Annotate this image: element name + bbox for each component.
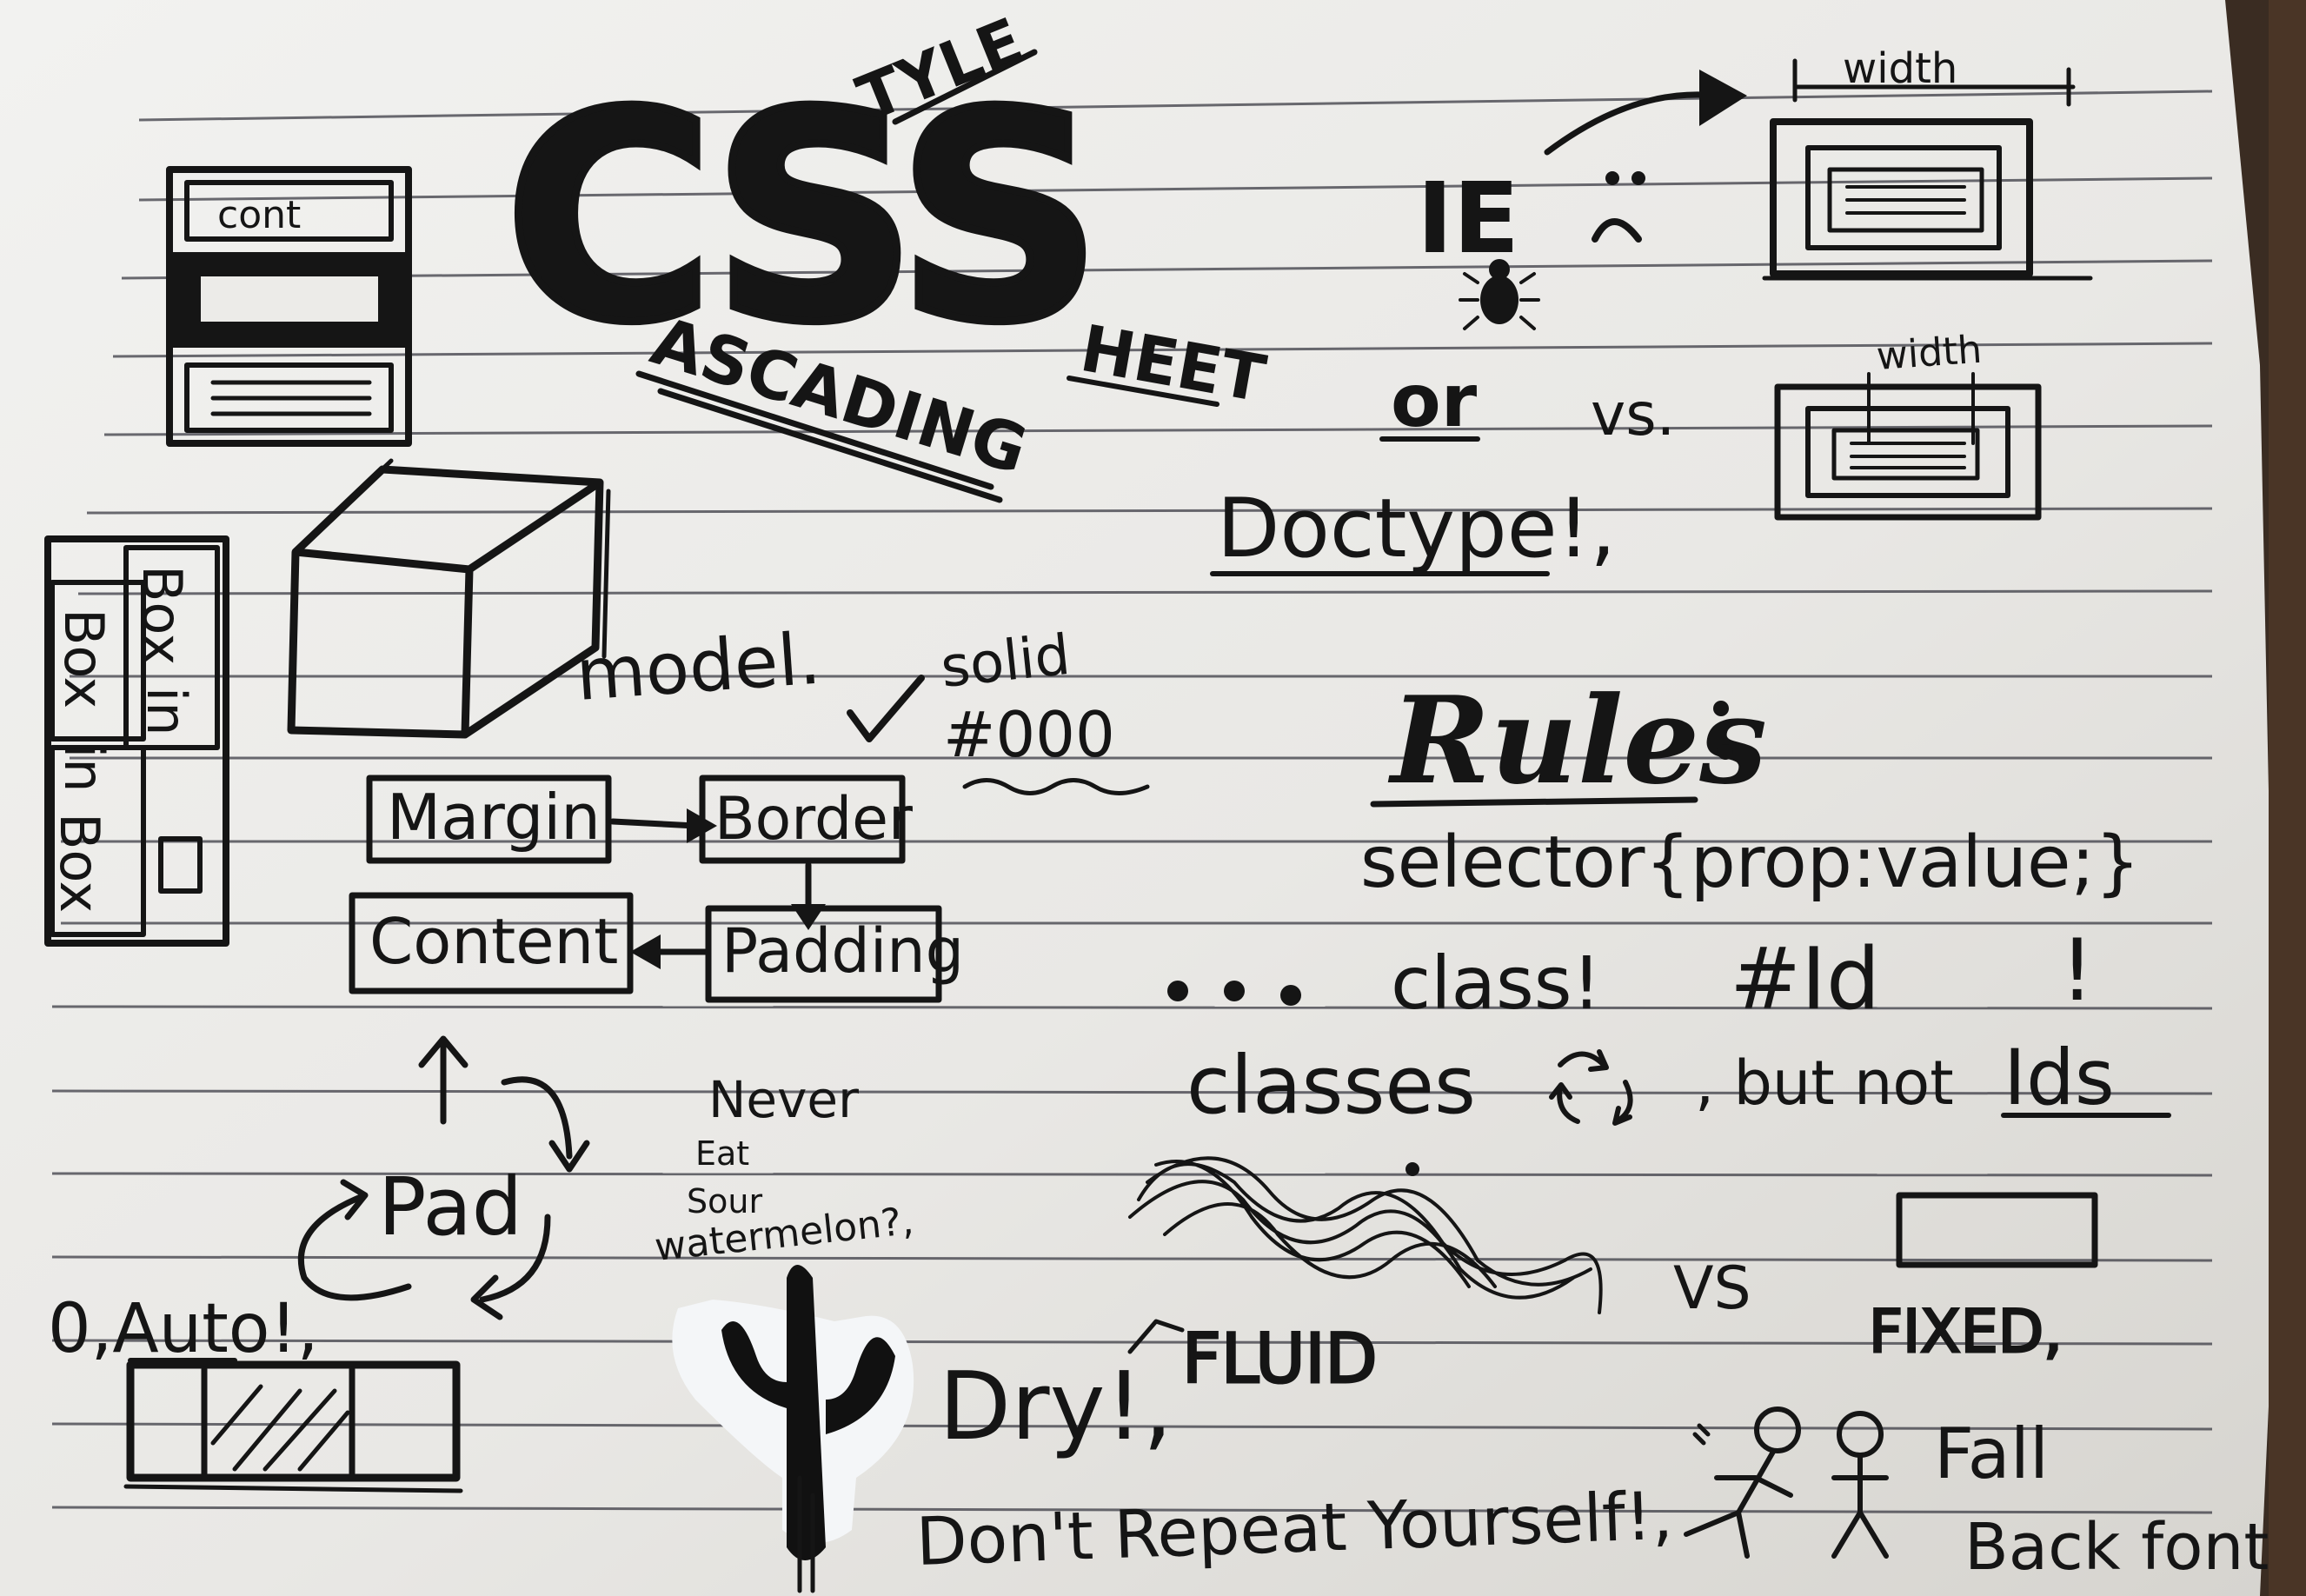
box-in-box-word-5: Box — [48, 813, 111, 913]
layouts-vs-label: VS — [1673, 1254, 1751, 1323]
width-diagram-top: width — [1762, 44, 2093, 281]
box-stack-label: cont — [217, 193, 301, 237]
bug-icon — [1459, 259, 1540, 330]
cube-sketch: model. — [287, 458, 823, 739]
box-in-box-word-2: in — [135, 687, 198, 736]
title-group: CSS TYLE HEET ASCADING — [501, 3, 1272, 503]
content-box — [349, 892, 634, 994]
stick-figure-falling — [1684, 1406, 1801, 1559]
auto-bar-sketch — [123, 1360, 463, 1493]
fallback-note: Fall Back font — [1684, 1406, 2269, 1585]
box-in-box-sketch: Box in Box in Box — [44, 535, 229, 947]
fallback-line-1: Fall — [1934, 1413, 2049, 1494]
rules-heading: Rules — [1387, 669, 1767, 811]
fixed-box — [1896, 1192, 2098, 1268]
rules-classes: classes — [1186, 1039, 1476, 1132]
rules-not-ids-word: Ids — [2004, 1033, 2115, 1122]
padding-box — [705, 905, 942, 1003]
pad-cycle: Pad 0,Auto!, — [48, 1035, 590, 1368]
cactus-drawing — [672, 1265, 914, 1593]
rules-section: Rules selector{prop:value;} class! #Id !… — [1167, 669, 2171, 1132]
fixed-label: FIXED, — [1869, 1298, 2063, 1367]
width-top-label: width — [1843, 44, 1957, 93]
vs-label-top: vs. — [1591, 381, 1675, 449]
padding-label: Padding — [721, 915, 964, 987]
box-in-box-word-1: Box — [130, 565, 194, 665]
recycle-icon — [1549, 1049, 1633, 1126]
ie-note: IE — [1417, 70, 1747, 330]
fluid-label: FLUID — [1182, 1320, 1378, 1399]
title-acronym: CSS — [504, 51, 1094, 385]
border-note-color: #000 — [943, 698, 1115, 771]
rules-class: class! — [1391, 941, 1601, 1026]
ruled-lines — [51, 90, 2213, 1514]
pad-label: Pad — [378, 1160, 522, 1254]
mnemonic-line-3: Sour — [687, 1182, 762, 1220]
dry-heading: Dry!, — [939, 1353, 1173, 1461]
box-stack-sketch: cont — [166, 166, 412, 447]
stick-figure-standing — [1831, 1411, 1889, 1559]
border-note-style: solid — [938, 623, 1073, 701]
width-diagram-bottom: width — [1774, 328, 2042, 521]
margin-label: Margin — [387, 781, 601, 854]
mnemonic-line-1: Never — [708, 1070, 859, 1129]
rules-id-bang: ! — [2060, 921, 2094, 1021]
fallback-line-2: Back font — [1964, 1510, 2269, 1585]
content-label: Content — [369, 905, 618, 978]
doctype-note: or vs. Doctype!, — [1210, 358, 1675, 576]
box-model-label: model. — [574, 618, 823, 717]
rules-not-ids-prefix: , but not — [1695, 1047, 1954, 1119]
rules-syntax: selector{prop:value;} — [1360, 821, 2140, 904]
border-box — [699, 775, 906, 864]
doctype-label: Doctype!, — [1217, 482, 1616, 576]
rules-id: #Id — [1730, 930, 1880, 1029]
box-in-box-word-3: Box — [52, 608, 116, 708]
ie-label: IE — [1417, 163, 1519, 276]
border-note: solid #000 — [847, 623, 1150, 795]
margin-box — [366, 775, 612, 864]
mnemonic-line-2: Eat — [695, 1134, 749, 1173]
auto-label: 0,Auto!, — [48, 1290, 319, 1368]
fluid-vs-fixed: FLUID VS FIXED, — [1127, 1156, 2098, 1400]
border-label: Border — [714, 785, 913, 854]
background-right — [2269, 0, 2306, 1596]
box-in-box-word-4: in — [52, 743, 116, 793]
or-label: or — [1391, 358, 1478, 443]
box-model-flow: Margin Border Content Padding — [349, 775, 964, 1003]
width-bottom-label: width — [1875, 328, 1984, 379]
